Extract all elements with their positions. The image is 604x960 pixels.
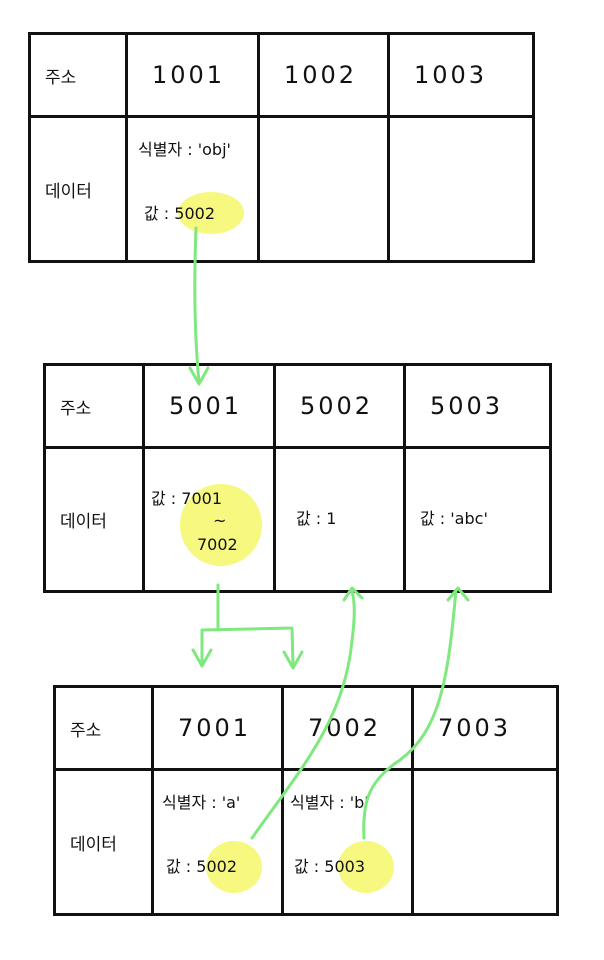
address-row: 주소 7001 7002 7003 — [53, 685, 559, 771]
value-text: 값 : 'abc' — [420, 509, 488, 528]
highlight-circle — [178, 192, 244, 234]
address-cell: 5001 — [142, 363, 276, 449]
arrow-5001-to-7001-7002 — [200, 583, 295, 668]
address-cell: 1001 — [125, 32, 260, 118]
data-cell — [387, 115, 535, 263]
address-cell: 5003 — [403, 363, 552, 449]
value-text: 값 : 7001 — [151, 489, 223, 508]
data-cell: 값 : 'abc' — [403, 446, 552, 593]
address-row-label: 주소 — [43, 363, 145, 449]
data-cell: 식별자 : 'a' 값 : 5002 — [151, 768, 284, 916]
value-text: 7002 — [197, 535, 238, 554]
address-cell: 5002 — [273, 363, 406, 449]
data-cell — [411, 768, 559, 916]
address-row: 주소 5001 5002 5003 — [43, 363, 552, 449]
highlight-circle — [338, 841, 394, 893]
range-tilde: ~ — [213, 511, 227, 530]
data-cell: 값 : 1 — [273, 446, 406, 593]
data-row-label: 데이터 — [43, 446, 145, 593]
address-row-label: 주소 — [28, 32, 128, 118]
memory-table-1: 주소 1001 1002 1003 데이터 식별자 : 'obj' 값 : 50… — [28, 32, 535, 263]
data-row: 데이터 식별자 : 'obj' 값 : 5002 — [28, 115, 535, 263]
address-cell: 7002 — [281, 685, 414, 771]
address-row-label: 주소 — [53, 685, 154, 771]
address-cell: 1002 — [257, 32, 390, 118]
address-row: 주소 1001 1002 1003 — [28, 32, 535, 118]
value-text: 값 : 5002 — [144, 204, 216, 223]
data-cell: 식별자 : 'obj' 값 : 5002 — [125, 115, 260, 263]
data-cell: 식별자 : 'b' 값 : 5003 — [281, 768, 414, 916]
data-row: 데이터 식별자 : 'a' 값 : 5002 식별자 : 'b' 값 : 500… — [53, 768, 559, 916]
data-row-label: 데이터 — [53, 768, 154, 916]
address-cell: 7003 — [411, 685, 559, 771]
address-cell: 7001 — [151, 685, 284, 771]
value-text: 값 : 1 — [296, 509, 337, 528]
identifier-text: 식별자 : 'obj' — [138, 140, 231, 159]
highlight-circle — [180, 484, 262, 566]
value-text: 값 : 5002 — [166, 857, 238, 876]
arrowhead-to-7002 — [282, 650, 304, 670]
arrowhead-to-7001 — [191, 648, 213, 668]
value-text: 값 : 5003 — [294, 857, 366, 876]
data-cell: 값 : 7001 ~ 7002 — [142, 446, 276, 593]
identifier-text: 식별자 : 'b' — [290, 793, 369, 812]
memory-table-3: 주소 7001 7002 7003 데이터 식별자 : 'a' 값 : 5002… — [53, 685, 559, 916]
identifier-text: 식별자 : 'a' — [162, 793, 241, 812]
data-row-label: 데이터 — [28, 115, 128, 263]
data-row: 데이터 값 : 7001 ~ 7002 값 : 1 값 : 'abc' — [43, 446, 552, 593]
data-cell — [257, 115, 390, 263]
highlight-circle — [206, 841, 262, 893]
address-cell: 1003 — [387, 32, 535, 118]
memory-table-2: 주소 5001 5002 5003 데이터 값 : 7001 ~ 7002 값 … — [43, 363, 552, 593]
